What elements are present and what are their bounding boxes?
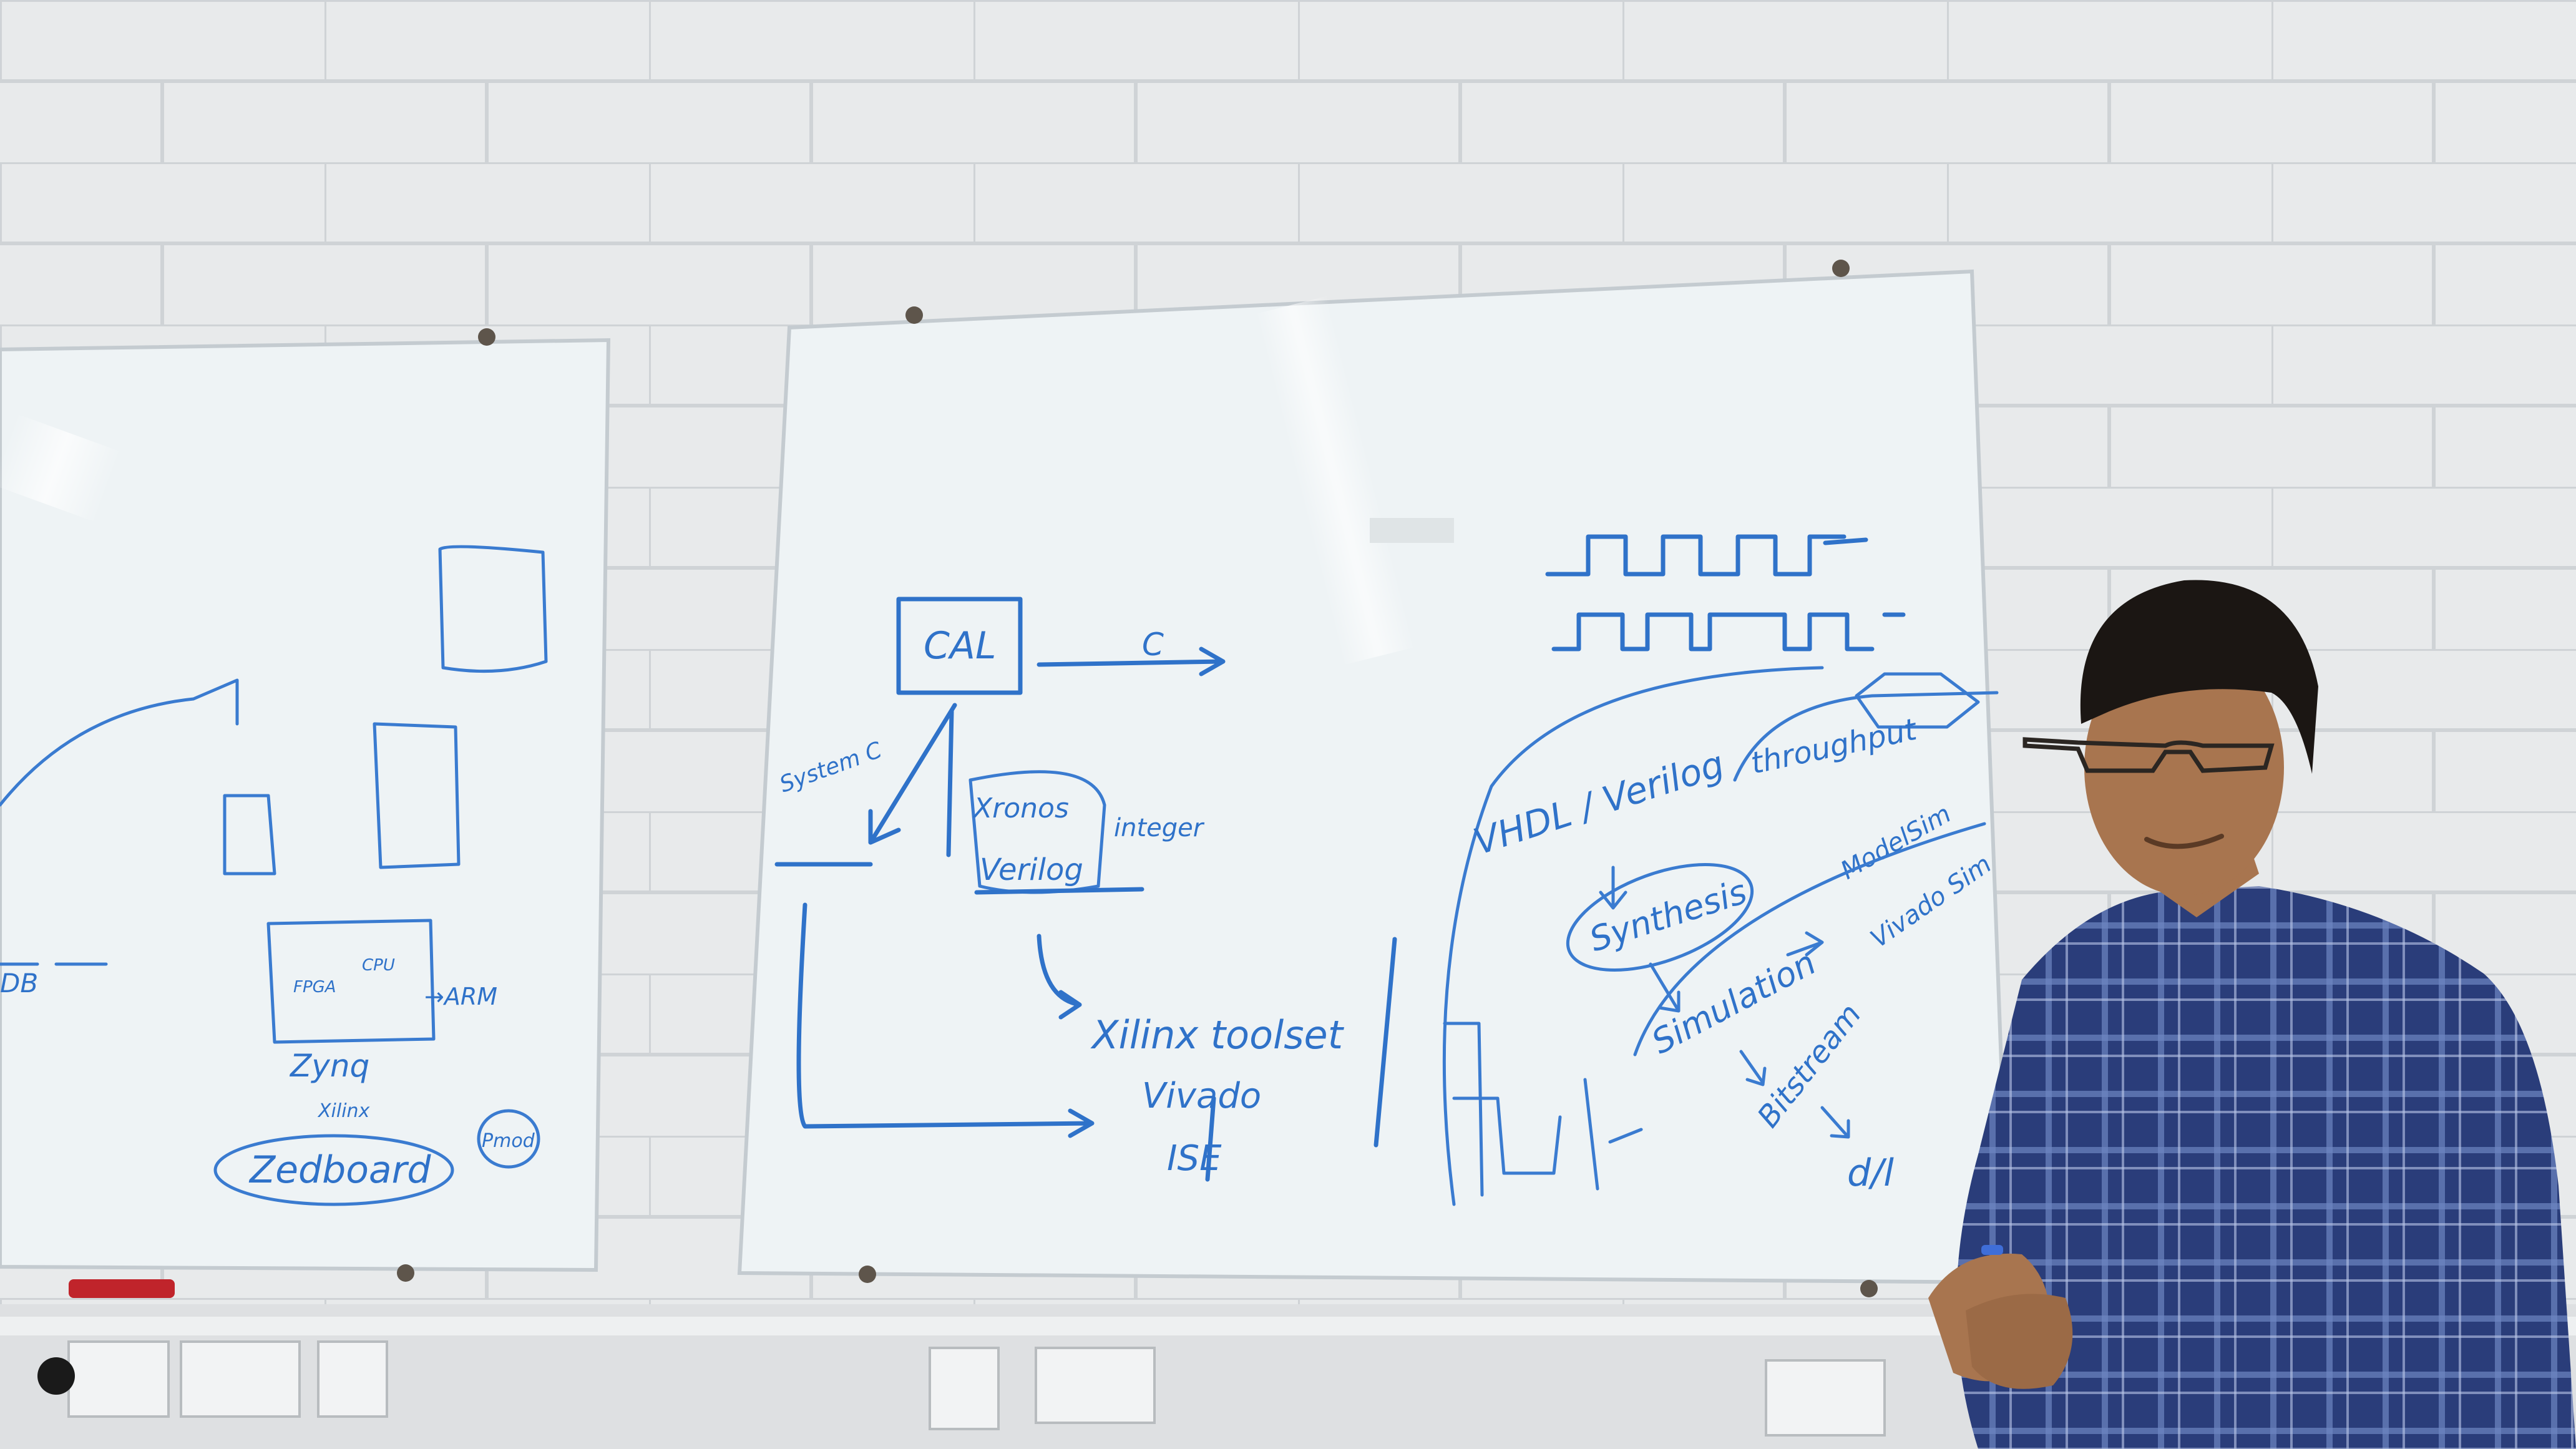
eraser [69,1279,175,1298]
zynq-label: Zynq [289,1048,369,1084]
plug [37,1357,75,1395]
cal-label: CAL [924,624,996,668]
xilinx-toolset-label: Xilinx toolset [1090,1012,1345,1058]
zedboard-label: Zedboard [248,1148,431,1192]
verilog-label: Verilog [980,852,1083,887]
left-board-drawings: DB FPGA CPU →ARM Zynq Xilinx Zedboard Pm… [0,545,548,1206]
presenter [1928,580,2576,1449]
dl-label: d/l [1847,1151,1894,1195]
fpga-label: FPGA [293,978,336,997]
xilinx-label: Xilinx [317,1100,370,1122]
marker [1981,1245,2003,1255]
xronos-label: Xronos [972,793,1069,824]
left-whiteboard [0,328,611,1282]
middle-board-drawings: CAL C System C Xronos Verilog integer Xi… [774,597,1397,1182]
ise-label: ISE [1167,1138,1222,1179]
cal-box [896,597,1023,695]
c-label: C [1142,627,1164,663]
cpu-label: CPU [362,956,395,975]
integer-label: integer [1114,814,1205,842]
arm-label: →ARM [424,983,497,1010]
pmod-label: Pmod [482,1130,535,1152]
vivado-label: Vivado [1142,1076,1261,1116]
db-label: DB [0,968,38,998]
